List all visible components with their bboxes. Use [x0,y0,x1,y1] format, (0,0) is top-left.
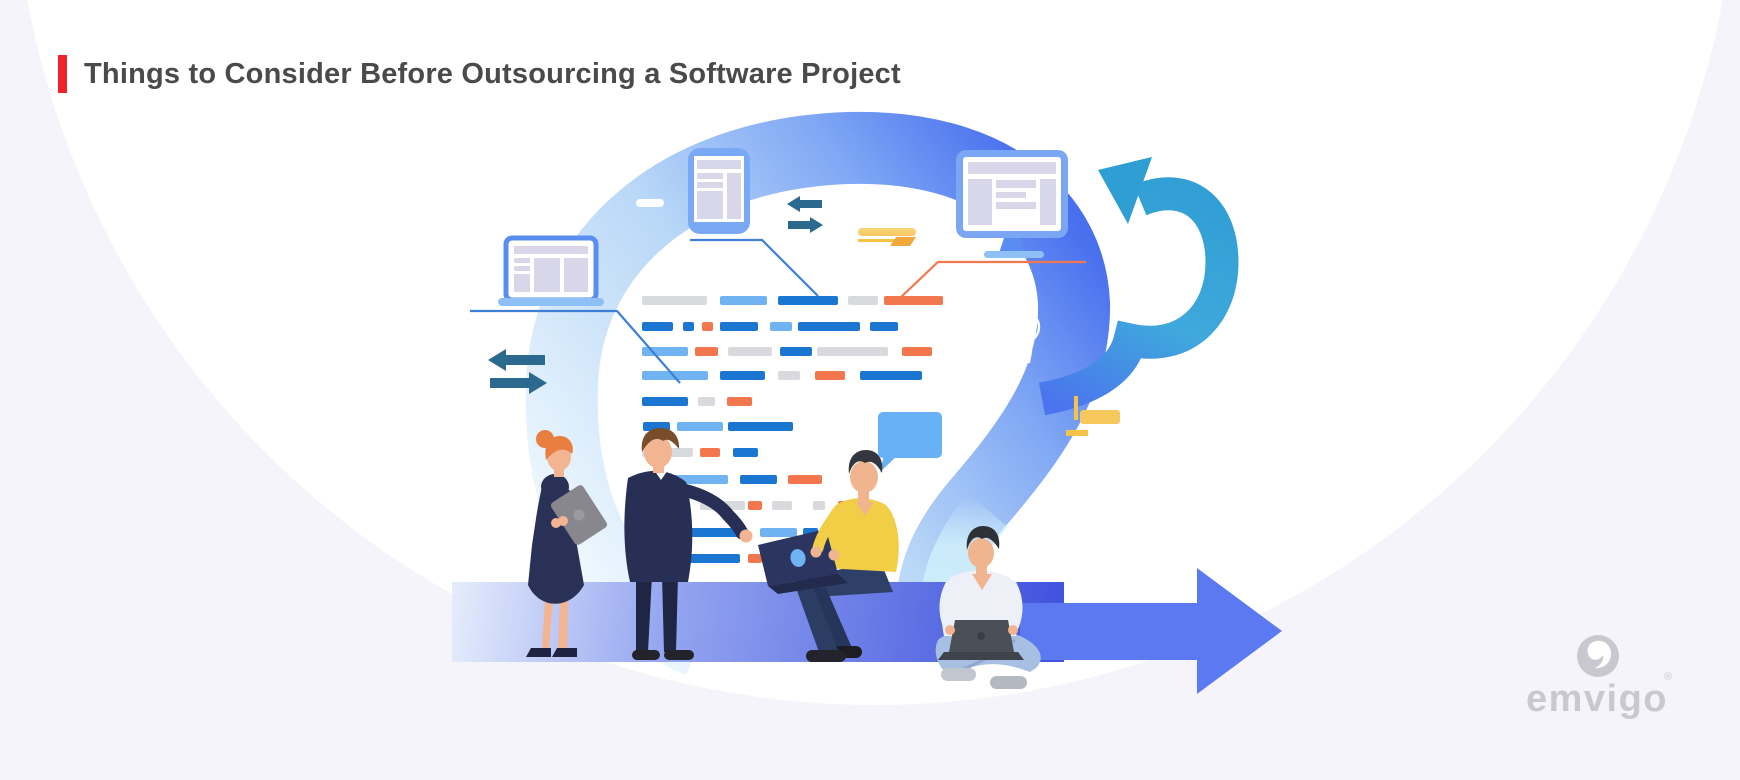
lightbulb-icon [1005,309,1041,364]
developer-yellow-shirt-laptop [758,450,899,662]
speech-bubble-icon [878,412,942,472]
code-bar [642,397,688,406]
code-bar [727,397,752,406]
code-bar [748,554,762,563]
laptop-icon [498,235,604,306]
code-bar [720,322,758,331]
ring-dash [574,182,596,189]
code-bar [642,322,673,331]
brand-logo-text: emvigo [1526,678,1668,720]
code-bar [815,371,845,380]
code-bar [860,371,922,380]
title-block: Things to Consider Before Outsourcing a … [58,54,901,94]
loop-arrowhead-icon [1038,157,1239,416]
woman-with-tablet [526,430,608,657]
code-bar [683,322,694,331]
code-bar [798,322,860,331]
tablet-icon [688,148,750,234]
code-bar [848,296,878,305]
code-bar [778,371,800,380]
code-bar [702,322,713,331]
code-bar [813,501,825,510]
ring-dash [636,199,664,207]
code-bar [642,296,707,305]
code-bar [700,448,720,457]
connector-lines [470,238,1086,384]
code-bar [720,371,765,380]
code-bar [870,322,898,331]
tablet-in-hand [550,485,608,545]
businessman-shaking-hands [624,428,753,660]
code-bar [677,422,723,431]
forward-arrow-icon [1020,568,1282,694]
code-bar [780,347,812,356]
code-bar [884,296,943,305]
code-bar [760,528,797,537]
code-bar [788,475,822,484]
code-bar [698,397,715,406]
laptop-on-lap [938,620,1024,660]
developer-cross-legged-laptop [935,526,1041,689]
code-bar [642,371,708,380]
code-bar [695,347,718,356]
code-bar [772,501,792,510]
code-bar [748,501,762,510]
transfer-arrows-icon [488,196,823,394]
monitor-icon [956,150,1068,258]
code-bar [728,422,793,431]
registered-mark: ® [1664,671,1672,683]
sticky-notes-icon [858,228,1120,436]
code-bar [817,347,888,356]
code-bar [720,296,767,305]
code-bar [728,347,772,356]
code-bar [770,322,792,331]
code-bar [733,448,758,457]
brand-logo: emvigo ® [1526,635,1672,720]
code-bar [778,296,838,305]
code-bar [902,347,932,356]
page-title: Things to Consider Before Outsourcing a … [84,58,901,90]
title-accent-bar [58,55,67,93]
code-bar [740,475,777,484]
